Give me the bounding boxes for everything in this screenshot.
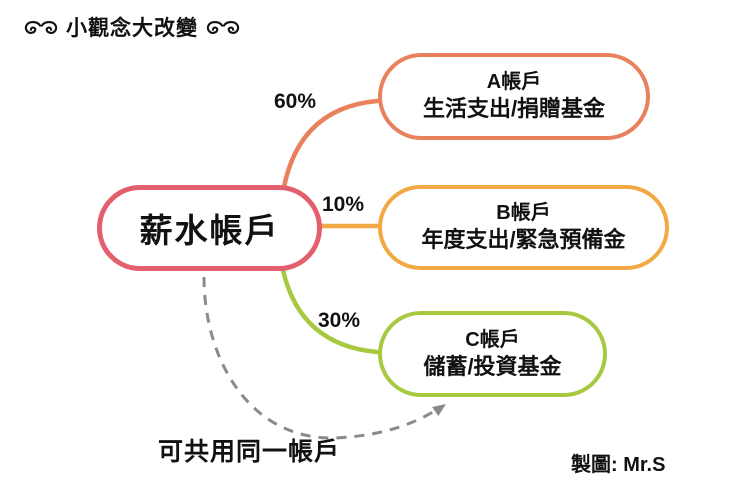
account-c-desc: 儲蓄/投資基金 (423, 353, 562, 379)
percent-label-a: 60% (274, 90, 317, 113)
branch-curve-c (280, 267, 380, 355)
arrowhead-icon (432, 404, 446, 416)
shared-account-note: 可共用同一帳戶 (158, 438, 341, 466)
percent-label-c: 30% (318, 309, 361, 332)
swirl-ornament-left-icon (24, 20, 58, 34)
account-a-title: A帳戶 (486, 71, 542, 94)
account-a-desc: 生活支出/捐贈基金 (422, 96, 606, 122)
account-b-node: B帳戶 年度支出/緊急預備金 (378, 185, 669, 270)
swirl-ornament-right-icon (206, 20, 240, 34)
account-b-title: B帳戶 (496, 202, 551, 225)
salary-account-node: 薪水帳戶 (97, 185, 322, 271)
account-a-node: A帳戶 生活支出/捐贈基金 (378, 53, 650, 140)
account-c-node: C帳戶 儲蓄/投資基金 (378, 311, 607, 397)
salary-account-label: 薪水帳戶 (139, 212, 280, 249)
credit-label: 製圖: Mr.S (571, 454, 666, 476)
page-title: 小觀念大改變 (24, 12, 240, 42)
percent-label-b: 10% (322, 193, 365, 216)
shared-account-dashed-curve (202, 276, 434, 440)
account-c-title: C帳戶 (465, 328, 520, 351)
account-b-desc: 年度支出/緊急預備金 (421, 227, 626, 253)
branch-curve-a (281, 98, 380, 190)
page-title-text: 小觀念大改變 (66, 17, 198, 40)
